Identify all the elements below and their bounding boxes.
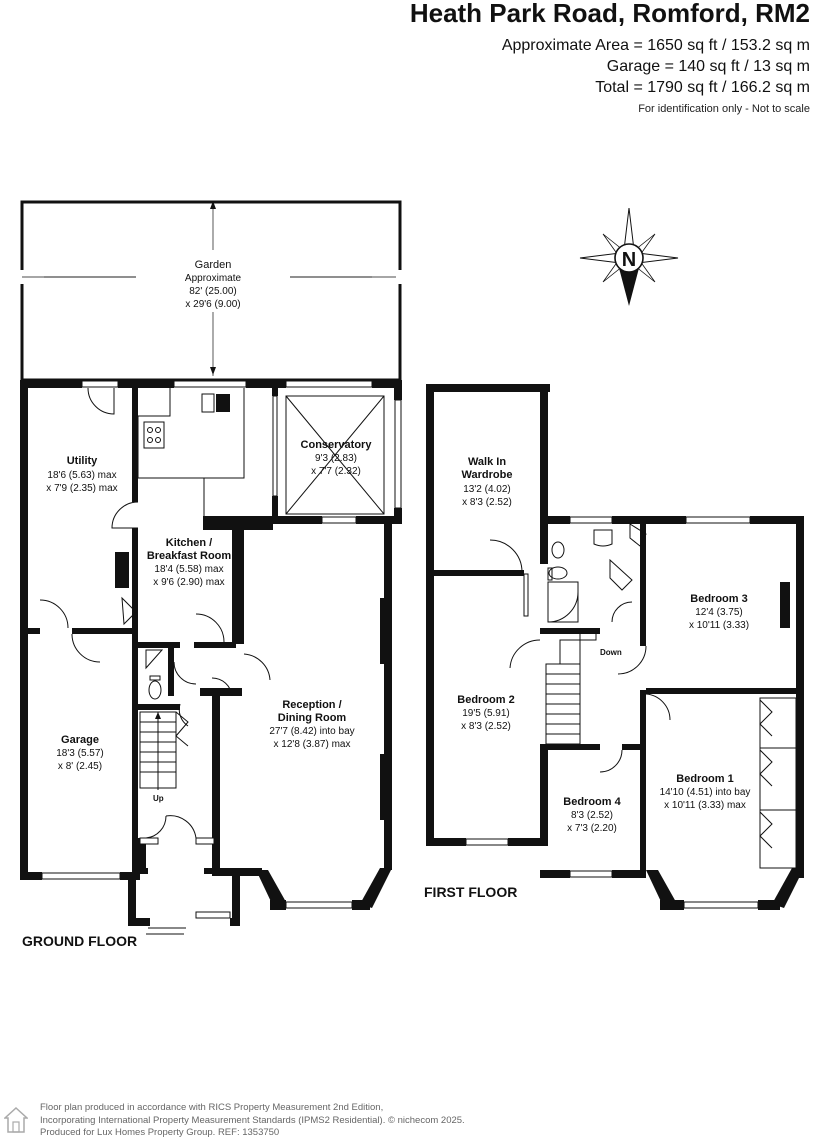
reception-line1: 27'7 (8.42) into bay <box>269 726 354 737</box>
bedroom1-line1: 14'10 (4.51) into bay <box>660 787 751 798</box>
utility-line1: 18'6 (5.63) max <box>47 470 116 481</box>
footer-line-1: Floor plan produced in accordance with R… <box>40 1102 384 1113</box>
total-area: Total = 1790 sq ft / 166.2 sq m <box>595 79 810 96</box>
conservatory-line2: x 7'7 (2.32) <box>311 466 361 477</box>
garden-line1: Approximate <box>185 273 242 284</box>
bedroom3-line1: 12'4 (3.75) <box>695 607 743 618</box>
bedroom4-line2: x 7'3 (2.20) <box>567 823 617 834</box>
garage-name: Garage <box>61 734 99 746</box>
ground-floor-fixtures: Up <box>39 387 385 839</box>
bedroom2-line1: 19'5 (5.91) <box>462 708 510 719</box>
house-icon <box>4 1106 28 1133</box>
stairs-up-label: Up <box>153 794 164 803</box>
kitchen-line2: x 9'6 (2.90) max <box>153 577 224 588</box>
footer-line-2: Incorporating International Property Mea… <box>40 1114 465 1126</box>
ground-floor-labels: Utility 18'6 (5.63) max x 7'9 (2.35) max… <box>46 439 373 772</box>
garden-line2: 82' (25.00) <box>189 286 237 297</box>
bedroom3-name: Bedroom 3 <box>690 593 747 605</box>
ground-floor-walls <box>20 380 402 926</box>
bedroom2-name: Bedroom 2 <box>457 694 514 706</box>
reception-name-2: Dining Room <box>278 712 347 724</box>
wardrobe-line1: 13'2 (4.02) <box>463 484 511 495</box>
bedroom2-line2: x 8'3 (2.52) <box>461 721 511 732</box>
garage-area: Garage = 140 sq ft / 13 sq m <box>606 58 810 75</box>
kitchen-name-2: Breakfast Room <box>147 550 232 562</box>
bedroom1-name: Bedroom 1 <box>676 773 733 785</box>
bedroom4-name: Bedroom 4 <box>563 796 621 808</box>
conservatory-line1: 9'3 (2.83) <box>315 453 357 464</box>
garage-line1: 18'3 (5.57) <box>56 748 104 759</box>
bedroom1-line2: x 10'11 (3.33) max <box>664 800 746 811</box>
first-floor-walls <box>426 384 804 910</box>
first-floor-fixtures: Down <box>489 523 797 869</box>
first-floor-stairs <box>545 634 597 745</box>
scale-note: For identification only - Not to scale <box>638 103 810 115</box>
ground-floor-windows <box>41 380 402 935</box>
utility-line2: x 7'9 (2.35) max <box>46 483 117 494</box>
first-floor-labels: Walk In Wardrobe 13'2 (4.02) x 8'3 (2.52… <box>457 456 750 834</box>
garden: Garden Approximate 82' (25.00) x 29'6 (9… <box>0 200 422 382</box>
footer-line-3: Produced for Lux Homes Property Group. R… <box>40 1127 280 1138</box>
bedroom4-line1: 8'3 (2.52) <box>571 810 613 821</box>
bedroom3-line2: x 10'11 (3.33) <box>689 620 749 631</box>
compass-north-label: N <box>622 249 636 271</box>
compass: N <box>579 207 679 306</box>
first-floor-label: FIRST FLOOR <box>424 884 518 900</box>
kitchen-line1: 18'4 (5.58) max <box>154 564 223 575</box>
plan-title: Heath Park Road, Romford, RM2 <box>409 0 810 28</box>
kitchen-name-1: Kitchen / <box>166 537 212 549</box>
wardrobe-line2: x 8'3 (2.52) <box>462 497 512 508</box>
approximate-area: Approximate Area = 1650 sq ft / 153.2 sq… <box>501 37 810 54</box>
garden-line3: x 29'6 (9.00) <box>185 299 240 310</box>
garage-line2: x 8' (2.45) <box>58 761 102 772</box>
utility-name: Utility <box>67 455 98 467</box>
reception-name-1: Reception / <box>282 699 341 711</box>
stairs-down-label: Down <box>600 648 622 657</box>
footer: Floor plan produced in accordance with R… <box>40 1102 465 1140</box>
conservatory-name: Conservatory <box>301 439 373 451</box>
wardrobe-name-1: Walk In <box>468 456 506 468</box>
ground-floor-stairs <box>139 711 189 790</box>
reception-line2: x 12'8 (3.87) max <box>274 739 351 750</box>
first-floor-windows <box>465 516 759 909</box>
ground-floor-label: GROUND FLOOR <box>22 933 138 949</box>
wardrobe-name-2: Wardrobe <box>462 469 513 481</box>
garden-name: Garden <box>195 259 232 271</box>
